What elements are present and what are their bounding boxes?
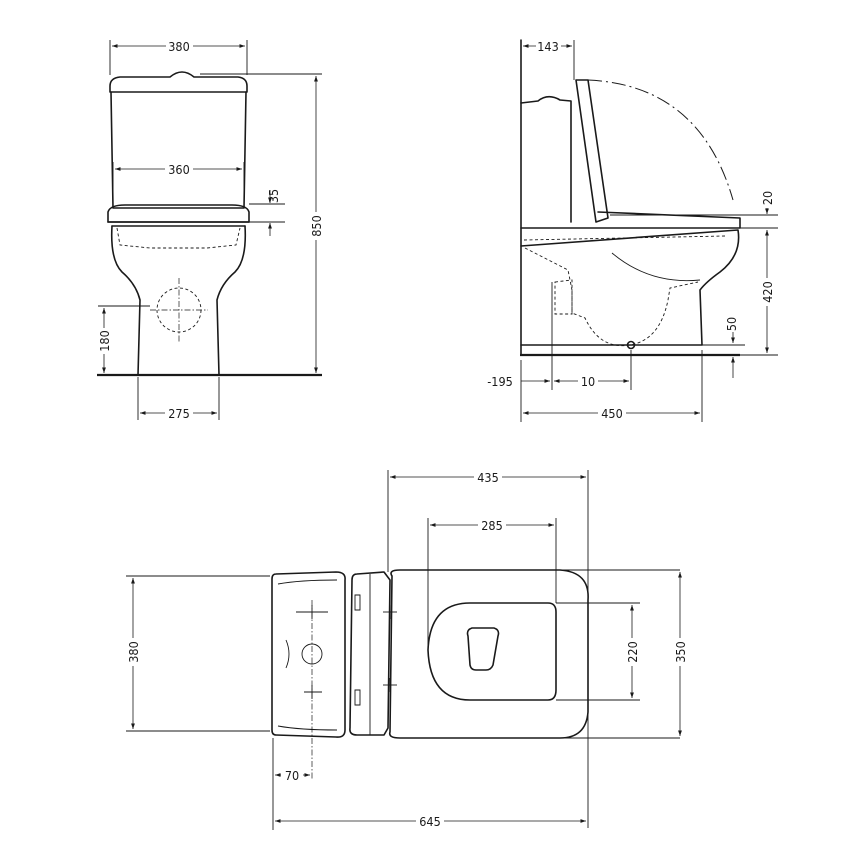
- dim-top-bowl-width: 350: [673, 641, 688, 662]
- dim-front-total-height: 850: [309, 215, 324, 236]
- dim-top-seat-width: 220: [625, 641, 640, 662]
- top-view: 435 285 220 350 380 70 645: [125, 469, 688, 830]
- dim-side-outlet-height: 50: [724, 317, 739, 331]
- dim-front-seat-width: 360: [168, 162, 189, 177]
- dim-top-bowl-length: 435: [477, 470, 498, 485]
- dim-front-top-width: 380: [168, 39, 189, 54]
- fixing-marks: [305, 605, 397, 699]
- dim-side-tank-depth: 143: [537, 39, 558, 54]
- dim-side-seat-thickness: 20: [760, 191, 775, 205]
- dim-front-seat-gap: 35: [266, 189, 281, 203]
- front-view: 380 360 35 850 180 275: [96, 38, 324, 421]
- dim-side-offset-small: 10: [581, 374, 595, 389]
- dim-side-depth: 450: [601, 406, 622, 421]
- dim-top-tank-offset: 70: [285, 768, 299, 783]
- dim-top-tank-width: 380: [126, 641, 141, 662]
- dim-front-base-width: 275: [168, 406, 189, 421]
- dim-front-outlet-height: 180: [97, 330, 112, 351]
- dim-side-seat-height: 420: [760, 281, 775, 302]
- side-view: 143 20 420 50 -195 10 450: [487, 38, 778, 422]
- dim-side-offset-neg: -195: [487, 374, 513, 389]
- dim-top-total-length: 645: [419, 814, 440, 829]
- dim-top-seat-length: 285: [481, 518, 502, 533]
